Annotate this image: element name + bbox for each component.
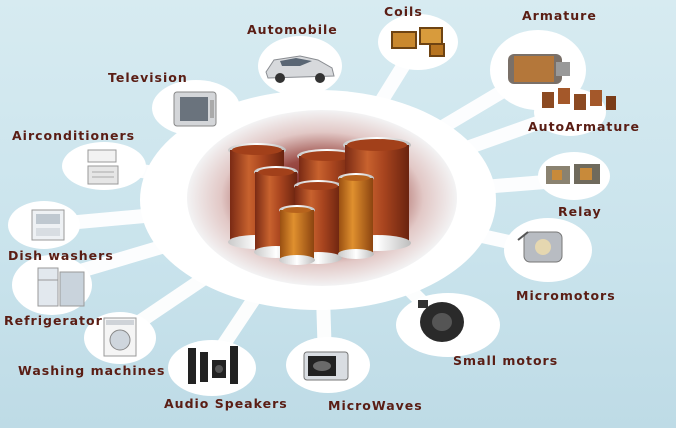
coils-icon [391, 27, 445, 57]
television-icon [173, 91, 217, 127]
audio-speakers-icon [188, 346, 238, 384]
label-dish-washers: Dish washers [8, 248, 114, 263]
label-coils: Coils [384, 4, 423, 19]
label-microwaves: MicroWaves [328, 398, 423, 413]
label-washing-machines: Washing machines [18, 363, 166, 378]
label-television: Television [108, 70, 188, 85]
refrigerator-icon [37, 267, 85, 307]
automobile-icon [265, 55, 335, 83]
label-refrigerator: Refrigerator [4, 313, 103, 328]
washing-machine-icon [103, 317, 137, 357]
airconditioner-icon [87, 149, 119, 185]
relay-icon [546, 164, 600, 184]
label-small-motors: Small motors [453, 353, 559, 368]
label-automobile: Automobile [247, 22, 338, 37]
micromotor-icon [517, 231, 563, 263]
copper-spools [228, 137, 411, 265]
label-airconditioners: Airconditioners [12, 128, 136, 143]
label-micromotors: Micromotors [516, 288, 616, 303]
small-motor-icon [418, 300, 464, 342]
autoarmature-icon [542, 88, 616, 110]
label-autoarmature: AutoArmature [528, 119, 640, 134]
label-relay: Relay [558, 204, 602, 219]
label-audio-speakers: Audio Speakers [164, 396, 288, 411]
dish-washer-icon [31, 209, 65, 241]
label-armature: Armature [522, 8, 597, 23]
microwave-icon [303, 351, 349, 381]
armature-icon [508, 54, 570, 84]
